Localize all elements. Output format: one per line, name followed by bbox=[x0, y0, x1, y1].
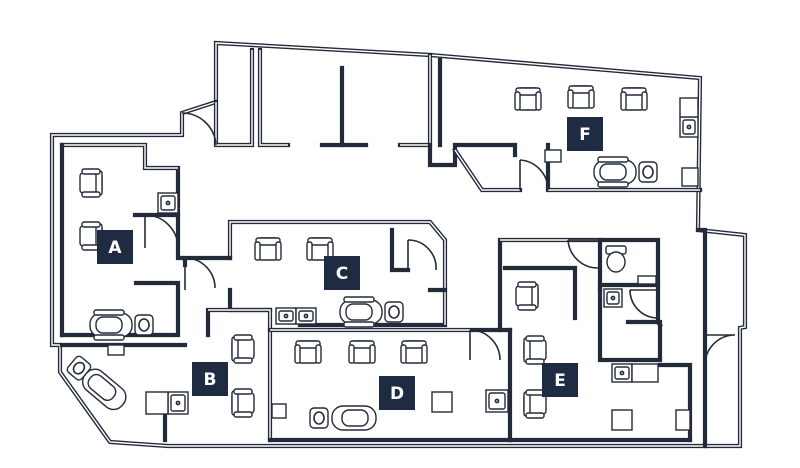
sink-c bbox=[275, 307, 297, 325]
room-label-b-text: B bbox=[204, 370, 217, 390]
room-label-e: E bbox=[542, 363, 578, 397]
treatment-chair-b bbox=[66, 355, 127, 411]
sink-restroom bbox=[603, 288, 623, 308]
shelf-e bbox=[675, 409, 691, 431]
chair-d-3 bbox=[400, 340, 428, 364]
chair-c-1 bbox=[254, 237, 282, 261]
chair-e-1 bbox=[515, 281, 539, 311]
room-label-a-text: A bbox=[108, 238, 122, 258]
counter-restroom bbox=[637, 275, 657, 285]
cabinet-e bbox=[611, 409, 633, 431]
chair-a-1 bbox=[79, 168, 103, 198]
chair-f-1 bbox=[514, 87, 542, 111]
chair-e-3 bbox=[523, 389, 547, 419]
doors bbox=[144, 112, 736, 366]
room-labels: A B C D E F bbox=[97, 117, 603, 410]
sink-a bbox=[157, 192, 179, 214]
room-label-c-text: C bbox=[336, 264, 348, 284]
chair-c-2 bbox=[306, 237, 334, 261]
room-label-d-text: D bbox=[390, 384, 404, 404]
sink-d bbox=[485, 389, 509, 413]
sink-e bbox=[611, 363, 633, 383]
treatment-chair-d bbox=[309, 405, 377, 431]
room-label-f: F bbox=[567, 117, 603, 151]
chair-d-2 bbox=[348, 340, 376, 364]
treatment-chair-f bbox=[593, 156, 658, 188]
stool-f bbox=[544, 149, 562, 163]
cabinet-b bbox=[145, 391, 169, 415]
counter-e bbox=[631, 363, 659, 383]
chair-d-1 bbox=[294, 340, 322, 364]
chair-b-2 bbox=[231, 388, 255, 418]
treatment-chair-a bbox=[89, 309, 154, 341]
room-label-e-text: E bbox=[554, 371, 566, 391]
room-label-f-text: F bbox=[579, 125, 591, 145]
furniture bbox=[66, 85, 699, 431]
shelf-f bbox=[681, 167, 699, 187]
sink-c-2 bbox=[295, 307, 317, 325]
chair-b-1 bbox=[231, 334, 255, 364]
chair-f-3 bbox=[620, 87, 648, 111]
toilet-icon bbox=[605, 245, 627, 273]
room-label-a: A bbox=[97, 230, 133, 264]
chair-e-2 bbox=[523, 335, 547, 365]
stool-b bbox=[107, 344, 125, 356]
stool-d bbox=[271, 403, 287, 419]
room-label-d: D bbox=[379, 376, 415, 410]
room-label-c: C bbox=[324, 256, 360, 290]
sink-b bbox=[167, 391, 189, 415]
sink-f bbox=[679, 116, 699, 138]
treatment-chair-c bbox=[339, 296, 404, 328]
cabinet-d bbox=[431, 391, 453, 413]
chair-f-2 bbox=[567, 85, 595, 109]
cabinet-f bbox=[679, 97, 699, 118]
room-label-b: B bbox=[192, 362, 228, 396]
